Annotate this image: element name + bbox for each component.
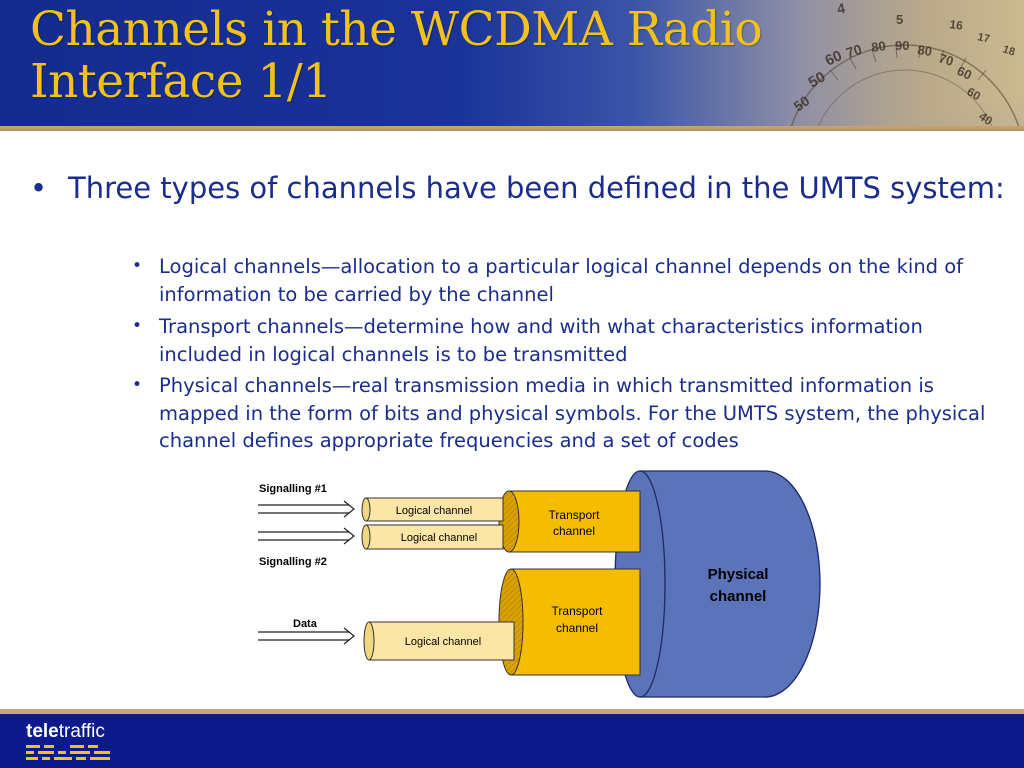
channel-diagram: Physical channel Transport channel Trans… — [258, 470, 821, 698]
page-title: Channels in the WCDMA Radio Interface 1/… — [30, 2, 763, 109]
dial-number: 60 — [823, 47, 845, 69]
dial-number: 60 — [965, 84, 984, 103]
physical-channel-cylinder: Physical channel — [614, 470, 821, 698]
arrow-signalling-1b — [258, 527, 355, 545]
bullet-marker: • — [132, 316, 143, 336]
transport-channel-label: channel — [556, 621, 598, 635]
header-divider — [0, 126, 1024, 131]
logo-wordmark: teletraffic — [26, 721, 105, 743]
logo-text-regular: traffic — [58, 721, 105, 742]
teletraffic-logo: teletraffic — [26, 721, 126, 765]
logical-channel-3: Logical channel — [363, 621, 515, 661]
dial-number: 40 — [976, 109, 995, 126]
dial-number: 17 — [976, 31, 990, 45]
dial-number: 60 — [955, 63, 974, 83]
title-line-2: Interface 1/1 — [30, 54, 332, 109]
data-label: Data — [293, 618, 318, 630]
dial-number: 70 — [937, 50, 955, 68]
bullet-marker: • — [132, 375, 143, 395]
logical-channel-2: Logical channel — [361, 524, 504, 550]
dial-number: 4 — [836, 0, 847, 17]
logical-channel-label: Logical channel — [401, 532, 477, 544]
arrow-signalling-1a — [258, 500, 355, 518]
bullet-marker: • — [132, 256, 143, 276]
sub-bullet-physical: • Physical channels—real transmission me… — [132, 372, 1001, 455]
logo-pulse-graphic — [26, 745, 110, 760]
dial-number: 16 — [949, 17, 964, 33]
dial-number: 50 — [806, 68, 829, 91]
footer-divider — [0, 709, 1024, 714]
main-bullet: • Three types of channels have been defi… — [30, 168, 1008, 208]
transport-channel-1: Transport channel — [498, 490, 641, 553]
sub-bullet-logical: • Logical channels—allocation to a parti… — [132, 253, 1001, 308]
physical-channel-label: Physical — [708, 566, 769, 583]
signalling-1-label: Signalling #1 — [259, 483, 327, 495]
dial-number: 70 — [844, 41, 864, 61]
sub-bullet-text: Transport channels—determine how and wit… — [159, 315, 923, 366]
physical-channel-label: channel — [710, 588, 767, 605]
dial-number: 90 — [895, 38, 909, 53]
transport-channel-label: Transport — [552, 604, 604, 618]
dial-number: 18 — [1001, 43, 1016, 58]
logo-text-bold: tele — [26, 721, 59, 742]
title-line-1: Channels in the WCDMA Radio — [30, 2, 763, 57]
logical-channel-1: Logical channel — [361, 497, 504, 522]
logical-channel-label: Logical channel — [405, 636, 481, 648]
footer-bar: teletraffic — [0, 714, 1024, 768]
arrow-data — [258, 627, 355, 645]
logical-channel-label: Logical channel — [396, 505, 472, 517]
arrows — [258, 500, 355, 645]
main-bullet-text: Three types of channels have been define… — [68, 171, 1005, 205]
bullet-marker: • — [30, 171, 48, 205]
transport-channel-2: Transport channel — [498, 568, 641, 676]
sub-bullet-transport: • Transport channels—determine how and w… — [132, 313, 1001, 368]
transport-channel-label: Transport — [549, 508, 601, 522]
transport-channel-label: channel — [553, 524, 595, 538]
dial-number: 5 — [896, 12, 903, 27]
dial-number: 80 — [870, 38, 886, 55]
dial-number: 80 — [917, 42, 933, 59]
sub-bullet-text: Physical channels—real transmission medi… — [159, 374, 986, 452]
sub-bullet-text: Logical channels—allocation to a particu… — [159, 255, 964, 306]
signalling-2-label: Signalling #2 — [259, 556, 327, 568]
